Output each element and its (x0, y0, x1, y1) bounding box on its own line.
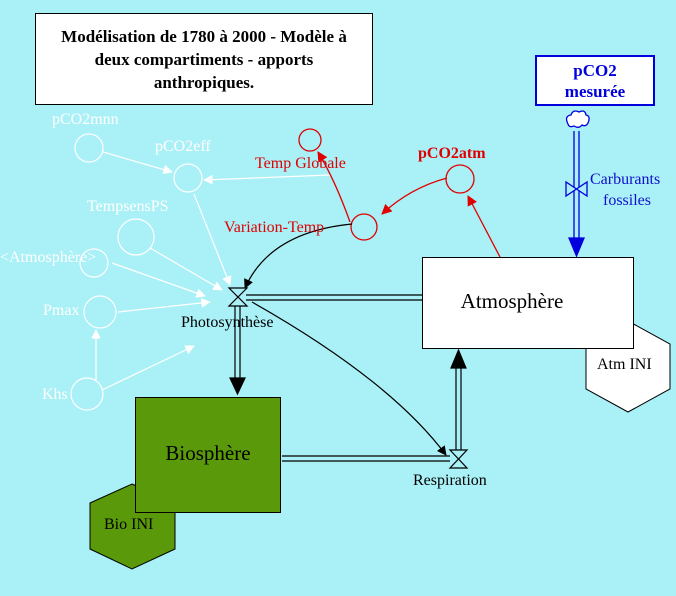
temp-globale-node[interactable] (298, 128, 322, 152)
source-cloud-icon (565, 110, 590, 128)
khs-label: Khs (42, 386, 68, 403)
variation-temp-node[interactable] (350, 213, 378, 241)
atmosphere-ghost-label: <Atmosphère> (0, 249, 97, 266)
bio-ini-label: Bio INI (104, 516, 154, 533)
photosynthese-label: Photosynthèse (181, 314, 274, 331)
pco2-mesuree-line1: pCO2 (573, 60, 617, 80)
pco2-mesuree-line2: mesurée (564, 81, 626, 101)
pco2atm-node[interactable] (445, 164, 475, 194)
pco2eff-label: pCO2eff (155, 138, 211, 155)
respiration-label: Respiration (413, 472, 487, 489)
red-nodes (298, 128, 475, 241)
ghost-nodes (70, 133, 203, 411)
atm-ini-label: Atm INI (597, 356, 652, 373)
photosynthese-flow[interactable] (227, 287, 422, 396)
pco2atm-label: pCO2atm (418, 145, 486, 162)
pmax-label: Pmax (43, 302, 80, 319)
pco2mnn-label: pCO2mnn (52, 111, 119, 128)
carburants-valve-icon[interactable] (565, 180, 588, 198)
pmax-node[interactable] (83, 295, 117, 329)
carburants-flow[interactable] (565, 110, 590, 258)
khs-node[interactable] (70, 377, 104, 411)
red-links (317, 151, 501, 258)
tempsensps-node[interactable] (117, 218, 155, 256)
atmosphere-stock[interactable]: Atmosphère (422, 257, 634, 349)
temp-globale-label: Temp Globale (255, 155, 346, 172)
pco2-mesuree-box[interactable]: pCO2 mesurée (535, 55, 655, 106)
photosynthese-valve-icon[interactable] (227, 287, 249, 307)
atmosphere-ghost-node[interactable] (79, 248, 109, 278)
respiration-valve-icon[interactable] (448, 449, 469, 469)
pco2eff-node[interactable] (173, 163, 203, 193)
atmosphere-label: Atmosphère (460, 288, 564, 313)
model-title-text: Modélisation de 1780 à 2000 - Modèle à d… (61, 26, 347, 92)
respiration-flow[interactable] (282, 348, 469, 469)
carburants-label-line2: fossiles (603, 192, 651, 209)
carburants-label-line1: Carburants (590, 171, 661, 188)
pco2mnn-node[interactable] (74, 133, 104, 163)
variation-temp-label: Variation-Temp (224, 219, 325, 236)
biosphere-stock[interactable]: Biosphère (135, 397, 281, 513)
biosphere-label: Biosphère (165, 441, 251, 465)
black-links (244, 223, 447, 456)
ghost-links (91, 151, 331, 391)
model-title: Modélisation de 1780 à 2000 - Modèle à d… (35, 13, 373, 105)
tempsensps-label: TempsensPS (87, 198, 169, 215)
